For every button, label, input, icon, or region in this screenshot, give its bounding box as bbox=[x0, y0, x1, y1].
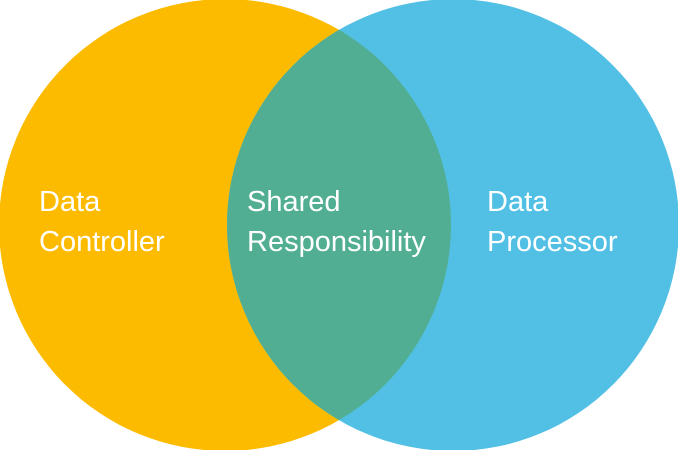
data-processor-label-line1: Data bbox=[487, 186, 549, 218]
shared-responsibility-overlap bbox=[227, 0, 451, 450]
shared-responsibility-label: Shared Responsibility bbox=[247, 186, 426, 258]
data-processor-label-line2: Processor bbox=[487, 226, 618, 258]
data-processor-label: Data Processor bbox=[487, 186, 618, 258]
shared-responsibility-label-line1: Shared bbox=[247, 186, 341, 218]
shared-responsibility-label-line2: Responsibility bbox=[247, 226, 426, 258]
data-controller-label-line2: Controller bbox=[39, 226, 165, 258]
data-controller-label-line1: Data bbox=[39, 186, 101, 218]
data-controller-label: Data Controller bbox=[39, 186, 165, 258]
